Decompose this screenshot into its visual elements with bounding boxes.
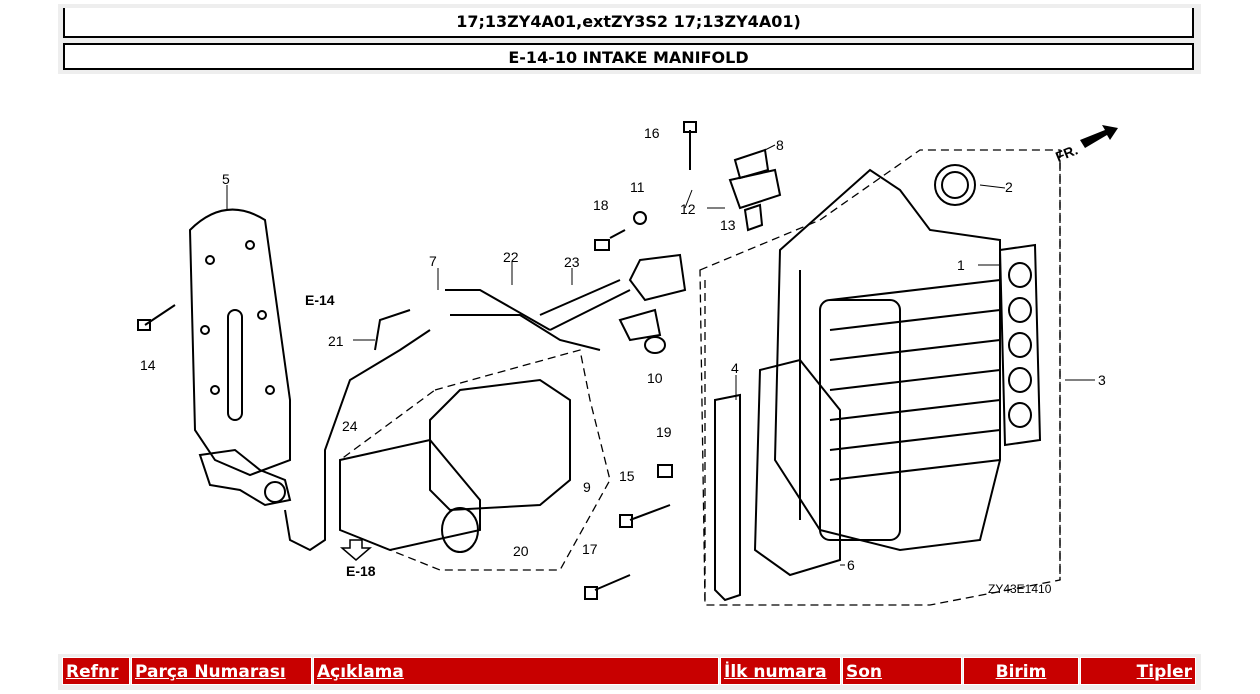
col-part-number[interactable]: Parça Numarası xyxy=(131,657,312,685)
callout-11: 11 xyxy=(630,179,645,195)
front-direction-arrow xyxy=(1080,125,1118,148)
callout-18: 18 xyxy=(593,197,609,213)
callout-21: 21 xyxy=(328,333,344,349)
col-last[interactable]: Son xyxy=(842,657,962,685)
callout-10: 10 xyxy=(647,370,663,386)
callout-2: 2 xyxy=(1005,179,1013,195)
ref-e14: E-14 xyxy=(305,292,335,308)
callout-5: 5 xyxy=(222,171,230,187)
diagram-code: ZY43E1410 xyxy=(988,582,1052,596)
callout-14: 14 xyxy=(140,357,156,373)
callout-23: 23 xyxy=(564,254,580,270)
front-label: FR. xyxy=(1053,141,1080,164)
col-description[interactable]: Açıklama xyxy=(313,657,719,685)
callout-3: 3 xyxy=(1098,372,1106,388)
callout-4: 4 xyxy=(731,360,739,376)
callout-6: 6 xyxy=(847,557,855,573)
model-line: 17;13ZY4A01,extZY3S2 17;13ZY4A01) xyxy=(63,8,1194,38)
callout-9: 9 xyxy=(583,479,591,495)
callout-15: 15 xyxy=(619,468,635,484)
callout-20: 20 xyxy=(513,543,529,559)
part-plate xyxy=(188,208,291,477)
ref-e18: E-18 xyxy=(346,563,376,579)
callout-13: 13 xyxy=(720,217,736,233)
part-intake-manifold xyxy=(773,168,1001,552)
col-types[interactable]: Tipler xyxy=(1080,657,1196,685)
callout-1: 1 xyxy=(957,257,965,273)
callout-17: 17 xyxy=(582,541,598,557)
col-first-number[interactable]: İlk numara xyxy=(720,657,841,685)
down-arrow-icon xyxy=(339,539,373,561)
col-refnr[interactable]: Refnr xyxy=(62,657,130,685)
col-unit[interactable]: Birim xyxy=(963,657,1079,685)
section-title: E-14-10 INTAKE MANIFOLD xyxy=(63,43,1194,70)
part-gasket xyxy=(998,243,1042,447)
part-throttle-body xyxy=(429,378,571,512)
parts-diagram: 5 14 E-14 21 24 7 22 23 18 11 16 8 12 13… xyxy=(137,121,1118,606)
callout-19: 19 xyxy=(656,424,672,440)
callout-24: 24 xyxy=(342,418,358,434)
callout-7: 7 xyxy=(429,253,437,269)
callout-16: 16 xyxy=(644,125,660,141)
callout-8: 8 xyxy=(776,137,784,153)
callout-22: 22 xyxy=(503,249,519,265)
callout-12: 12 xyxy=(680,201,696,217)
